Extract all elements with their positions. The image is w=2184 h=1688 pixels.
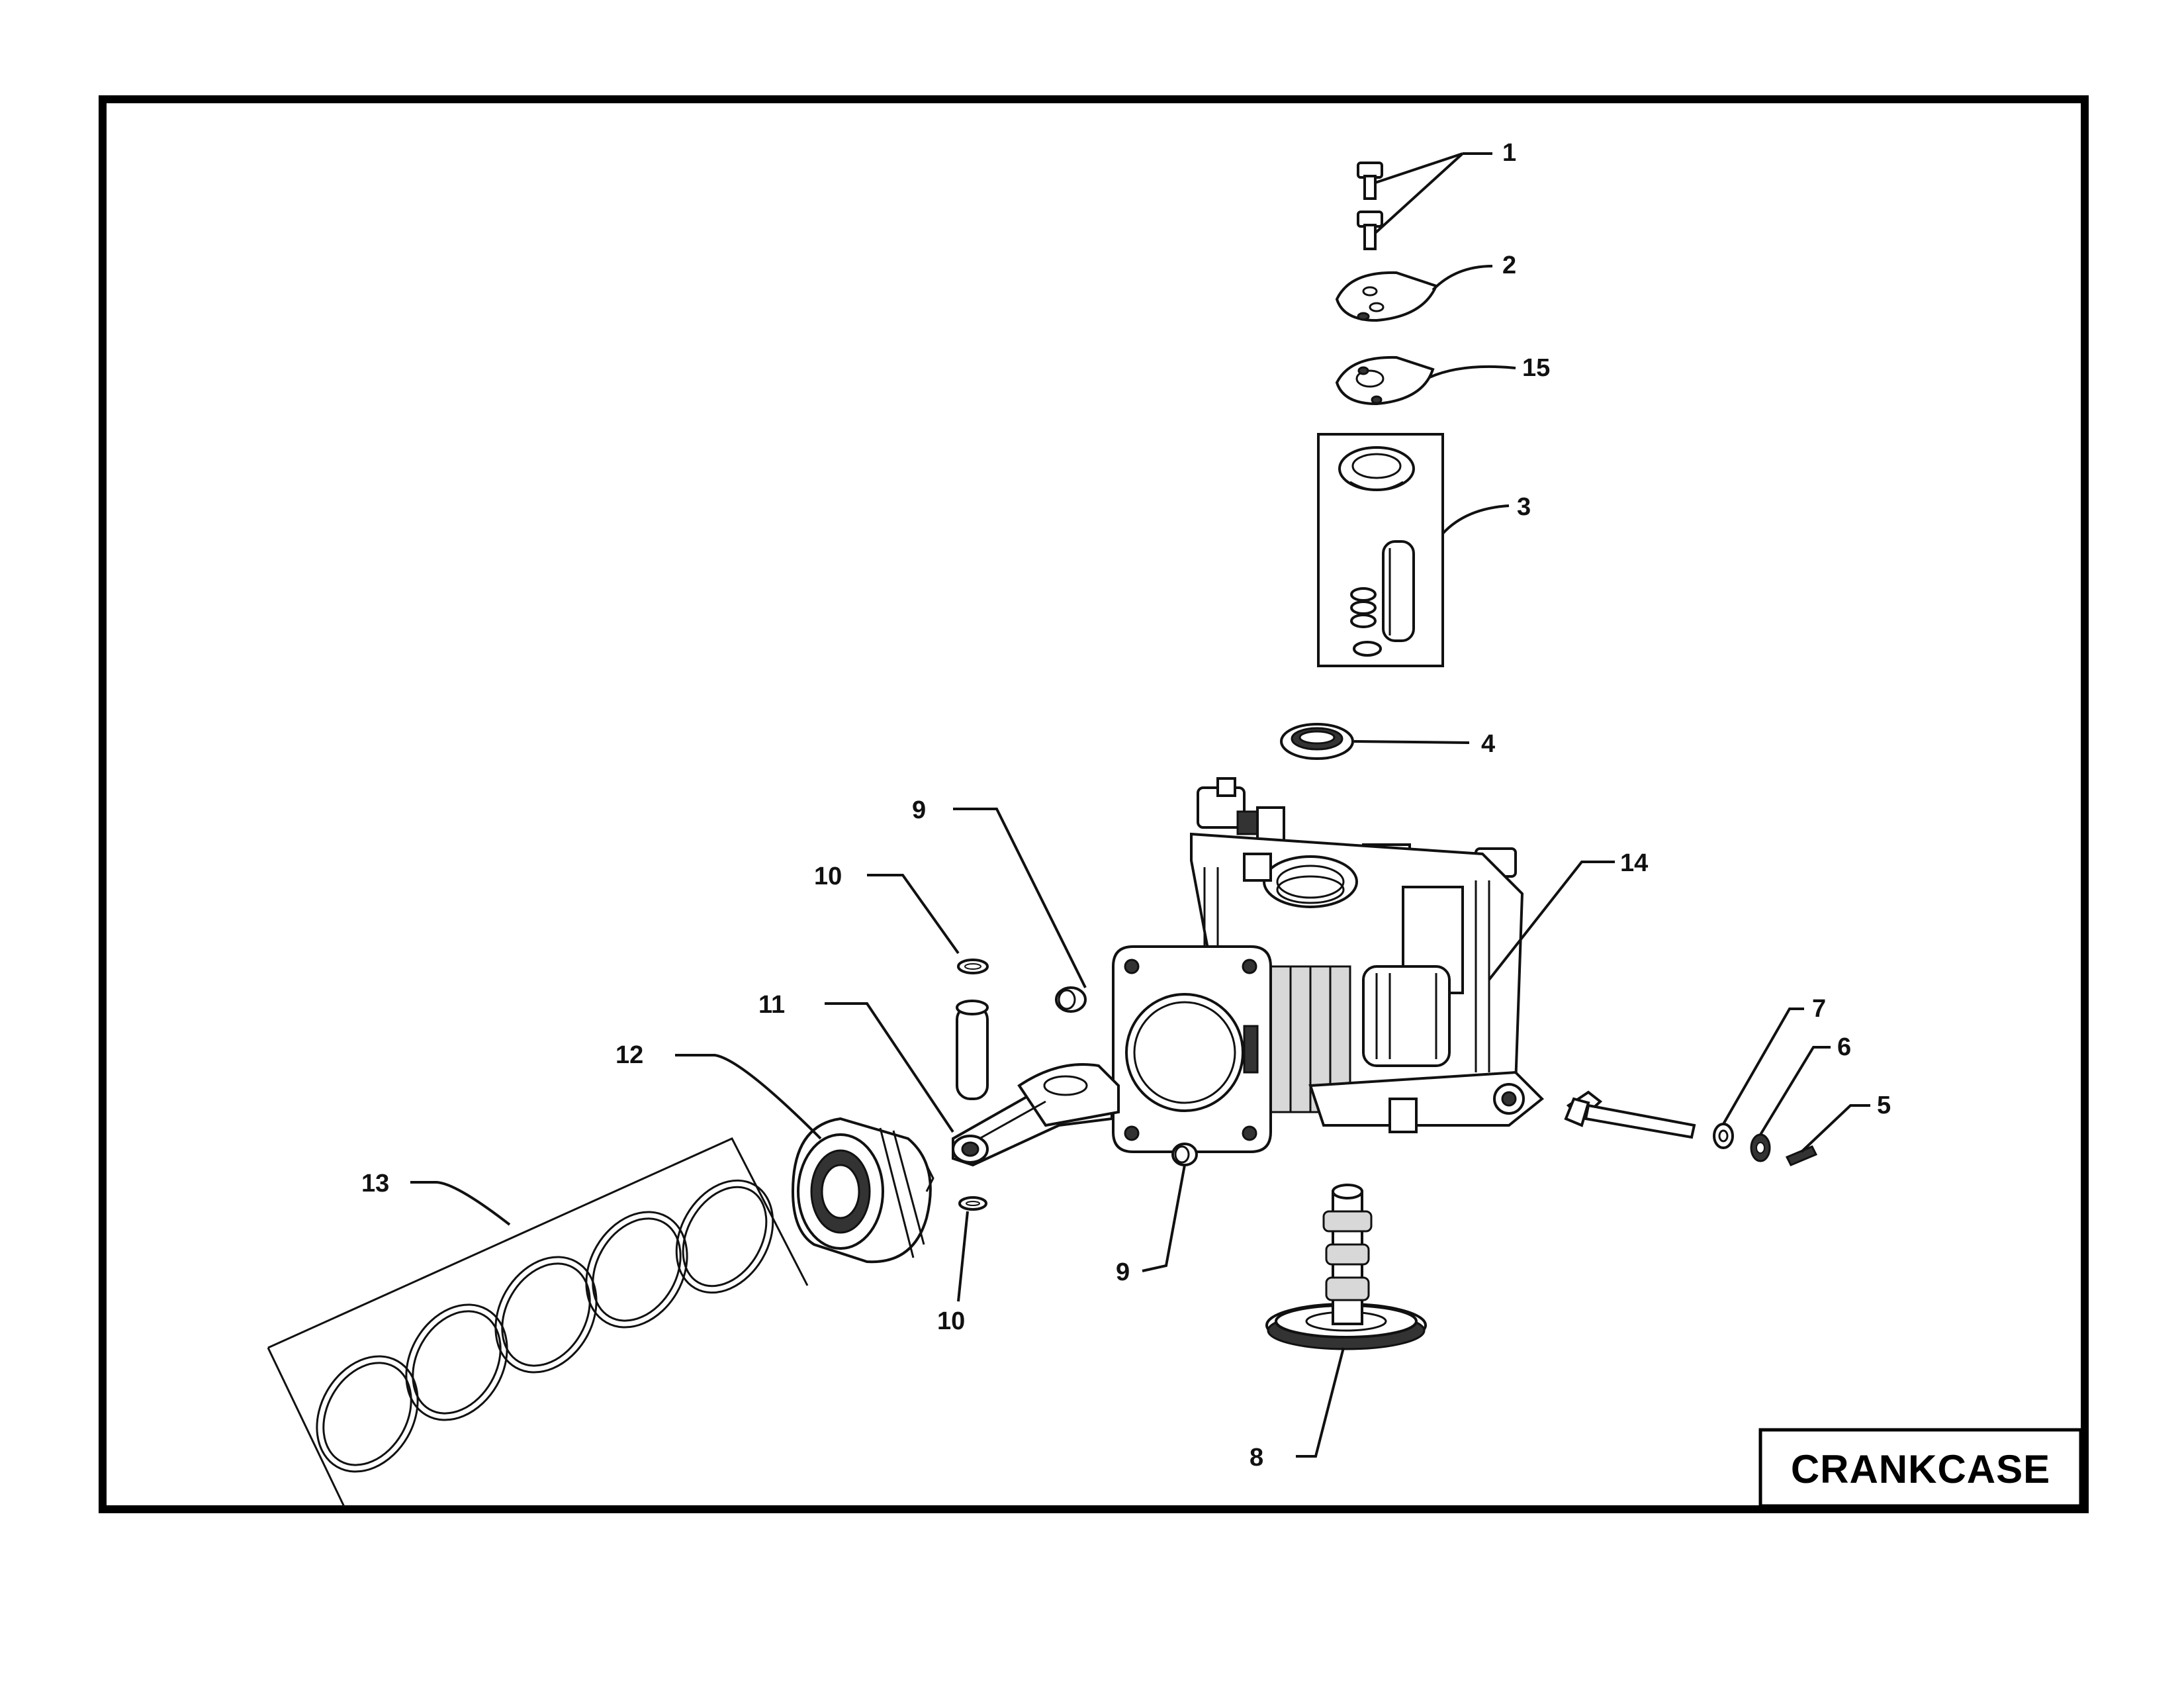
part-8-camshaft — [1265, 1184, 1427, 1458]
part-13-rings — [267, 1137, 809, 1507]
diagram-title: CRANKCASE — [1791, 1447, 2050, 1491]
callout-9-top: 9 — [912, 796, 926, 824]
part-1-bolts — [1357, 152, 1492, 250]
part-10-clip-bottom — [957, 1196, 987, 1302]
part-governor-shaft — [1564, 1090, 1696, 1139]
part-3-kit — [1317, 433, 1510, 667]
callout-6: 6 — [1837, 1033, 1851, 1061]
callout-3: 3 — [1517, 493, 1531, 521]
callout-9-bottom: 9 — [1116, 1258, 1130, 1286]
part-4-seal — [1280, 723, 1470, 760]
callout-2: 2 — [1502, 252, 1516, 279]
callout-7: 7 — [1812, 995, 1826, 1023]
diagram-frame — [99, 95, 2089, 1513]
callout-5: 5 — [1877, 1092, 1891, 1119]
callout-4: 4 — [1481, 730, 1495, 758]
part-9-dowel-bottom — [1142, 1143, 1198, 1272]
callout-14: 14 — [1620, 849, 1648, 877]
part-7-washer — [1713, 1008, 1804, 1149]
part-2-plate — [1335, 265, 1493, 322]
part-6-washer — [1750, 1046, 1831, 1162]
callout-10-bottom: 10 — [937, 1307, 965, 1335]
part-5-clip — [1785, 1104, 1870, 1166]
callout-labels: 1 2 15 3 4 9 14 10 11 12 7 6 5 13 9 10 8 — [361, 139, 1891, 1472]
part-11-rod — [825, 1000, 1120, 1167]
callout-15: 15 — [1522, 354, 1550, 382]
part-14-crankcase-block — [1112, 777, 1615, 1153]
part-12-piston — [675, 1054, 934, 1264]
callout-8: 8 — [1250, 1444, 1263, 1472]
part-15-gasket — [1335, 355, 1516, 406]
part-9-dowel-top — [953, 808, 1087, 1013]
callout-13: 13 — [361, 1170, 389, 1197]
part-10-clip-top — [867, 874, 989, 974]
callout-10-top: 10 — [814, 863, 842, 890]
callout-11: 11 — [758, 991, 785, 1019]
callout-12: 12 — [615, 1041, 643, 1069]
callout-1: 1 — [1502, 139, 1516, 167]
title-box: CRANKCASE — [1758, 1428, 2083, 1508]
